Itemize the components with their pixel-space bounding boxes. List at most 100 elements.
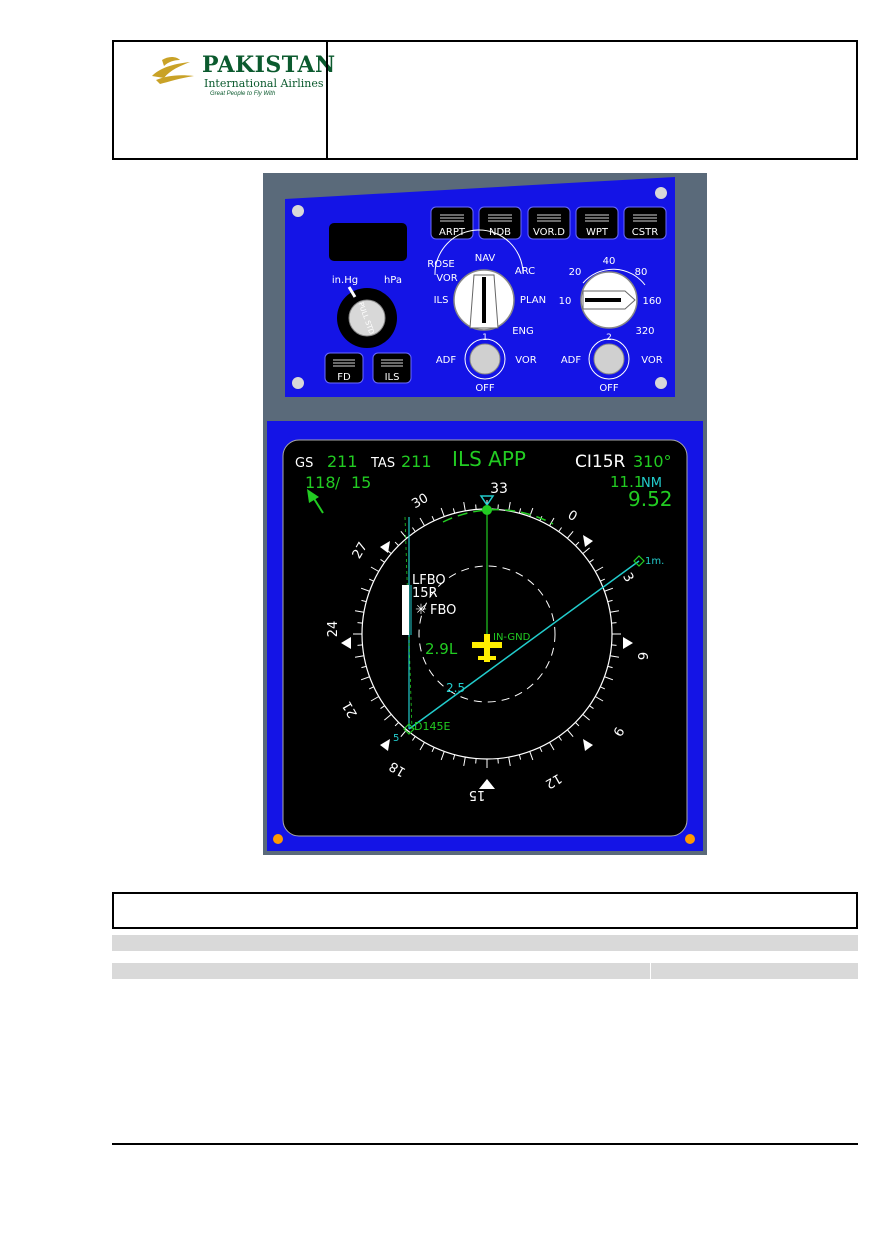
nd-wind-direction: 118 <box>305 473 336 492</box>
nd-wind-speed: 15 <box>351 473 371 492</box>
range-selector-knob[interactable] <box>580 271 638 329</box>
compass-tick <box>508 757 511 767</box>
compass-tick <box>508 501 511 511</box>
compass-tick <box>412 527 416 532</box>
compass-tick <box>549 517 555 526</box>
compass-tick <box>604 676 614 681</box>
heading-index-icon <box>479 495 495 507</box>
compass-tick <box>394 722 399 727</box>
logo-name: PAKISTAN <box>202 52 336 78</box>
baro-knob[interactable]: PULL STD <box>337 286 397 348</box>
compass-tick <box>607 665 613 669</box>
compass-tick <box>380 559 385 563</box>
heading-arc-dashed <box>442 508 554 525</box>
range-ring-inner <box>418 565 556 703</box>
compass-tick <box>595 696 604 702</box>
compass-tick <box>370 566 379 572</box>
compass-triangle-icon <box>623 637 633 649</box>
pushbutton-fd[interactable]: FD <box>324 352 364 384</box>
footer-rule <box>112 1143 858 1145</box>
aircraft-symbol-icon <box>472 634 502 662</box>
adf-vor-2-number: 2 <box>606 333 612 343</box>
mode-label-vor[interactable]: VOR <box>436 273 458 284</box>
range-label-20[interactable]: 20 <box>569 267 582 278</box>
compass-tick <box>518 754 522 760</box>
adf-vor-2-off: OFF <box>599 383 619 394</box>
mode-label-arc[interactable]: ARC <box>515 266 535 277</box>
compass-triangle-icon <box>380 739 390 751</box>
flight-plan-leg <box>408 560 640 730</box>
header-divider <box>326 42 328 158</box>
pushbutton-cstr[interactable]: CSTR <box>623 206 667 240</box>
compass-tick <box>600 578 606 582</box>
compass-tick <box>360 676 370 681</box>
pia-logo-mark-icon <box>152 57 194 84</box>
compass-tick <box>368 578 374 582</box>
baro-display <box>329 223 407 261</box>
nd-ils-course: 310° <box>633 452 672 471</box>
adf-vor-1-switch[interactable] <box>464 338 506 380</box>
pushbutton-vor-d[interactable]: VOR.D <box>527 206 571 240</box>
compass-tick <box>360 587 370 592</box>
range-label-320[interactable]: 320 <box>635 326 654 337</box>
mode-label-plan[interactable]: PLAN <box>520 295 546 306</box>
range-label-80[interactable]: 80 <box>635 267 648 278</box>
compass-tick <box>380 705 385 709</box>
compass-tick <box>419 742 425 751</box>
pushbutton-wpt[interactable]: WPT <box>575 206 619 240</box>
range-label-10[interactable]: 10 <box>559 296 572 307</box>
nd-vor: FBO <box>430 603 456 618</box>
mode-selector-knob[interactable] <box>453 269 515 331</box>
efis-figure: ARPT NDB VOR.D WPT CSTR in.Hg hPa PULL S… <box>263 173 707 855</box>
mode-label-nav[interactable]: NAV <box>475 253 496 264</box>
compass-tick <box>463 501 466 511</box>
adf-vor-1-label-vor: VOR <box>515 355 537 366</box>
panel-screw-icon <box>292 377 304 389</box>
nd-lateral-deviation: 2.9L <box>425 640 458 658</box>
compass-tick <box>368 686 374 690</box>
table-row <box>112 935 858 951</box>
mode-label-eng[interactable]: ENG <box>512 326 534 337</box>
mode-selector-arc <box>434 229 524 276</box>
compass-tick <box>361 599 367 603</box>
compass-tick <box>589 705 594 709</box>
nd-gs-label: GS <box>295 456 313 471</box>
baro-label-inhg: in.Hg <box>332 275 358 286</box>
nd-range-inner: 2.5 <box>446 681 465 695</box>
nd-tas-value: 211 <box>401 452 432 471</box>
document-header: PAKISTAN International Airlines Great Pe… <box>112 40 858 160</box>
compass-triangle-icon <box>479 779 495 789</box>
adf-vor-2-switch[interactable] <box>588 338 630 380</box>
nd-heading: 33 <box>490 481 508 497</box>
compass-tick <box>419 517 425 526</box>
compass-tick <box>354 610 364 613</box>
nd-range-outer: 5 <box>393 733 399 744</box>
nd-time: 9.52 <box>628 487 673 511</box>
nd-waypoint: D145E <box>414 720 450 733</box>
waypoint-diamond-icon <box>633 555 645 567</box>
waypoint-diamond-icon <box>403 723 415 735</box>
compass-number-21: 21 <box>340 698 361 720</box>
compass-tick <box>394 541 399 546</box>
adf-vor-1-number: 1 <box>482 333 488 343</box>
mode-label-rose[interactable]: ROSE <box>427 259 455 270</box>
mode-label-ils[interactable]: ILS <box>434 295 449 306</box>
nd-in-gnd: IN-GND <box>493 632 531 643</box>
pushbutton-label: ARPT <box>439 227 466 238</box>
range-label-160[interactable]: 160 <box>642 296 661 307</box>
compass-tick <box>600 686 606 690</box>
pushbutton-label: ILS <box>385 372 400 383</box>
table-cell-divider <box>650 963 651 979</box>
pushbutton-ndb[interactable]: NDB <box>478 206 522 240</box>
compass-tick <box>549 742 555 751</box>
compass-tick <box>607 599 613 603</box>
pushbutton-ils[interactable]: ILS <box>372 352 412 384</box>
range-label-40[interactable]: 40 <box>603 256 616 267</box>
compass-number-15: 15 <box>469 787 486 802</box>
pushbutton-label: CSTR <box>632 227 658 238</box>
compass-tick <box>361 665 367 669</box>
compass-tick <box>412 736 416 741</box>
logo-subname: International Airlines <box>204 77 324 90</box>
figure-caption-box <box>112 892 858 929</box>
pushbutton-arpt[interactable]: ARPT <box>430 206 474 240</box>
